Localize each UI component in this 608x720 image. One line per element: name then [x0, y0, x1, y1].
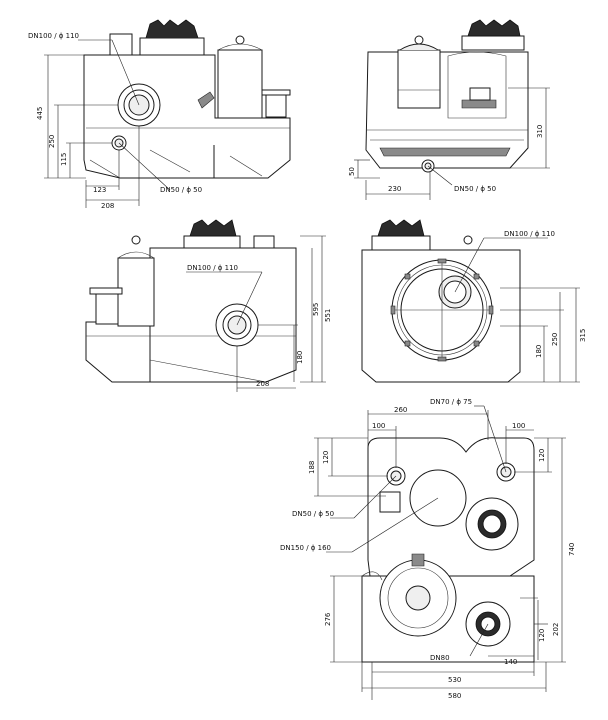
dim-250: 250: [48, 135, 56, 148]
dim-120-l: 120: [322, 451, 330, 464]
dim-551: 551: [324, 309, 332, 322]
dim-140: 140: [504, 658, 517, 666]
callout-dn100-back: DN100 / ɸ 110: [504, 230, 555, 238]
dim-100-r: 100: [512, 422, 525, 430]
dim-530: 530: [448, 676, 461, 684]
dim-123: 123: [93, 186, 106, 194]
dim-276: 276: [324, 612, 332, 626]
dim-120-r2: 120: [538, 629, 546, 642]
dim-315: 315: [579, 329, 587, 342]
dim-580: 580: [448, 692, 461, 700]
dim-202: 202: [552, 623, 560, 636]
callout-dn100-side2: DN100 / ɸ 110: [187, 264, 238, 272]
view-plan: [314, 405, 566, 700]
dim-180-b: 180: [535, 345, 543, 358]
dim-50: 50: [348, 167, 356, 176]
dim-120-r: 120: [538, 449, 546, 462]
dim-180-a: 180: [296, 351, 304, 364]
callout-dn80: DN80: [430, 654, 450, 662]
callout-dn100-side: DN100 / ɸ 110: [28, 32, 79, 40]
dim-115: 115: [60, 153, 68, 166]
view-side-left: [44, 19, 291, 208]
dim-250-b: 250: [551, 333, 559, 346]
dim-208-a: 208: [101, 202, 114, 210]
dim-188: 188: [308, 461, 316, 474]
dim-260: 260: [394, 406, 407, 414]
view-front: [354, 19, 550, 200]
callout-dn50-plan: DN50 / ɸ 50: [292, 510, 334, 518]
dim-100-l: 100: [372, 422, 385, 430]
dim-740: 740: [568, 543, 576, 556]
dim-445: 445: [36, 107, 44, 120]
callout-dn50-side: DN50 / ɸ 50: [160, 186, 202, 194]
dim-310: 310: [536, 125, 544, 138]
view-side-right: [85, 219, 326, 392]
dim-208-b: 208: [256, 380, 269, 388]
callout-dn70: DN70 / ɸ 75: [430, 398, 472, 406]
dim-595: 595: [312, 303, 320, 316]
dim-230: 230: [388, 185, 401, 193]
callout-dn150: DN150 / ɸ 160: [280, 544, 331, 552]
labels: DN100 / ɸ 110 DN50 / ɸ 50 445 250 115 12…: [28, 32, 587, 700]
view-back: [361, 219, 580, 383]
callout-dn50-front: DN50 / ɸ 50: [454, 185, 496, 193]
